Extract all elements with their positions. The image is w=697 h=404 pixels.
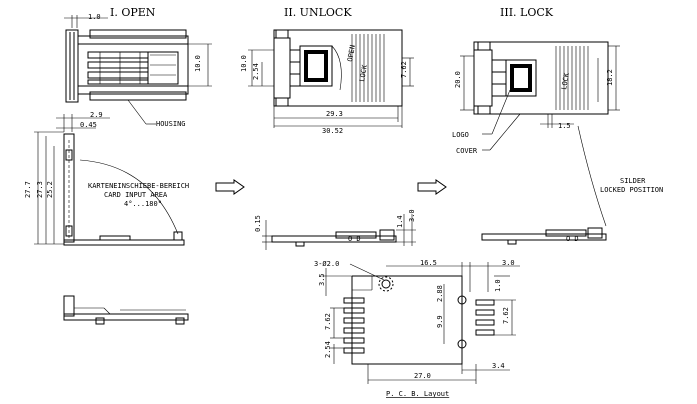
dim-pcb-w1: 16.5 <box>420 259 437 267</box>
open-side-view: 2.9 0.45 27.7 27.3 25.2 KARTENEINSCHIEBE… <box>24 111 189 246</box>
title-open: I. OPEN <box>110 6 156 19</box>
dim-pcb-w2: 3.0 <box>502 259 515 267</box>
svg-text:LOCK: LOCK <box>358 64 369 83</box>
label-locked-position: LOCKED POSITION <box>600 186 663 194</box>
lock-side-view: O D <box>481 227 607 245</box>
dim-open-h1: 27.7 <box>24 181 32 198</box>
dim-pcb-w4: 27.0 <box>414 372 431 380</box>
dim-pcb-h1: 3.5 <box>318 273 326 286</box>
dim-open-w1: 2.9 <box>90 111 103 119</box>
label-silder: SILDER <box>620 177 646 185</box>
dim-unlock-pitch: 2.54 <box>252 63 260 80</box>
svg-text:O D: O D <box>348 235 361 243</box>
dim-pcb-w3: 3.4 <box>492 362 505 370</box>
lock-top-view: LOCK 20.0 18.2 1.5 LOGO COVER SILDER LOC… <box>452 41 663 227</box>
arrow-to-unlock <box>215 179 245 195</box>
lock-cover-ribs <box>555 46 589 110</box>
pcb-pads-left <box>343 297 365 354</box>
dim-unlock-w2: 30.52 <box>322 127 343 135</box>
label-housing: HOUSING <box>156 120 186 128</box>
unlock-top-view: OPEN LOCK 10.0 2.54 7.62 29.3 30.52 <box>240 29 414 135</box>
pcb-layout-title: P. C. B. Layout <box>386 390 449 398</box>
dim-pcb-h2: 2.88 <box>436 285 444 302</box>
arrow-to-lock <box>417 179 447 195</box>
pcb-hole-2 <box>457 295 467 305</box>
label-hole: 3-Ø2.0 <box>314 260 339 268</box>
dim-lock-offset: 1.5 <box>558 122 571 130</box>
open-top-view: 1.0 10.0 HOUSI <box>64 13 212 128</box>
label-card-input-de: KARTENEINSCHIEBE-BEREICH <box>88 182 189 190</box>
svg-text:O D: O D <box>566 235 579 243</box>
dim-side-h: 0.15 <box>254 215 262 232</box>
label-angle: 4°...180° <box>124 200 162 208</box>
pcb-pads-right <box>475 299 495 336</box>
dim-open-h3: 25.2 <box>46 181 54 198</box>
title-lock: III. LOCK <box>500 6 554 19</box>
open-contacts <box>87 51 179 85</box>
pcb-hole-1 <box>381 279 391 289</box>
dim-unlock-h: 10.0 <box>240 55 248 72</box>
dim-pcb-h5: 9.9 <box>436 315 444 328</box>
label-card-input-en: CARD INPUT AREA <box>104 191 168 199</box>
pcb-hole-3 <box>457 339 467 349</box>
dim-open-h2: 27.3 <box>36 181 44 198</box>
dim-lock-h1: 20.0 <box>454 71 462 88</box>
svg-text:OPEN: OPEN <box>346 44 357 62</box>
dim-open-w2: 0.45 <box>80 121 97 129</box>
label-logo: LOGO <box>452 131 469 139</box>
dim-pcb-h3: 1.0 <box>494 279 502 292</box>
dim-open-top-w: 1.0 <box>88 13 101 21</box>
dim-side-t1: 1.4 <box>396 215 404 228</box>
dim-pcb-h4: 7.62 <box>324 313 332 330</box>
svg-text:LOCK: LOCK <box>560 72 571 91</box>
dim-unlock-h2: 7.62 <box>400 61 408 78</box>
dim-lock-h2: 18.2 <box>606 69 614 86</box>
dim-side-t2: 3.0 <box>408 209 416 222</box>
dim-pcb-h7: 2.54 <box>324 341 332 358</box>
label-cover: COVER <box>456 147 478 155</box>
open-bottom-view <box>63 295 189 325</box>
dim-open-h: 10.0 <box>194 55 202 72</box>
unlock-cover-ribs <box>351 34 385 102</box>
dim-pcb-h6: 7.62 <box>502 307 510 324</box>
unlock-side-view: 0.15 O D 1.4 3.0 <box>254 209 416 250</box>
title-unlock: II. UNLOCK <box>284 6 352 19</box>
pcb-layout: 3-Ø2.0 16.5 3.0 3.5 7.62 2.54 2.88 9.9 7… <box>314 259 520 398</box>
dim-unlock-w1: 29.3 <box>326 110 343 118</box>
